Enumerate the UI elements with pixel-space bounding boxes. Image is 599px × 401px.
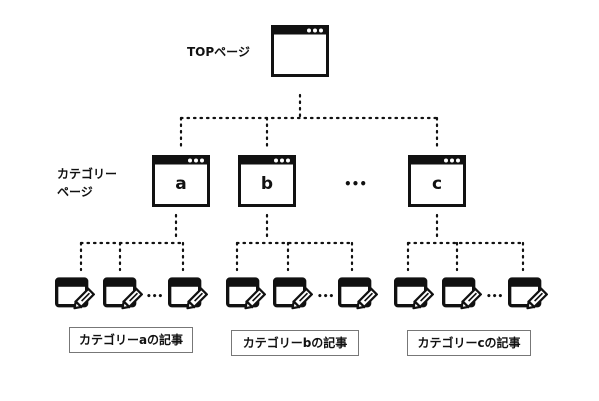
category-b-articles-caption: カテゴリーbの記事 bbox=[231, 330, 359, 356]
article-icon bbox=[394, 277, 434, 311]
category-b-letter: b bbox=[260, 174, 274, 194]
top-page-window-icon bbox=[271, 25, 329, 77]
articles-a-ellipsis: ••• bbox=[146, 292, 163, 302]
article-icon bbox=[226, 277, 266, 311]
article-icon bbox=[273, 277, 313, 311]
article-icons bbox=[55, 277, 548, 311]
category-page-label-line2: ページ bbox=[57, 185, 93, 199]
articles-c-ellipsis: ••• bbox=[486, 292, 503, 302]
category-c-articles-caption: カテゴリーcの記事 bbox=[407, 330, 531, 356]
article-icon bbox=[103, 277, 143, 311]
article-icon bbox=[442, 277, 482, 311]
category-c-letter: c bbox=[431, 174, 443, 194]
article-icon bbox=[55, 277, 95, 311]
top-page-label: TOPページ bbox=[187, 45, 250, 59]
category-ellipsis: ••• bbox=[344, 177, 367, 191]
articles-b-ellipsis: ••• bbox=[317, 292, 334, 302]
article-icon bbox=[168, 277, 208, 311]
category-page-label-line1: カテゴリー bbox=[57, 167, 118, 181]
category-a-letter: a bbox=[175, 174, 187, 194]
article-icon bbox=[338, 277, 378, 311]
connector-lines bbox=[79, 93, 525, 272]
article-icon bbox=[508, 277, 548, 311]
category-a-articles-caption: カテゴリーaの記事 bbox=[69, 327, 193, 353]
